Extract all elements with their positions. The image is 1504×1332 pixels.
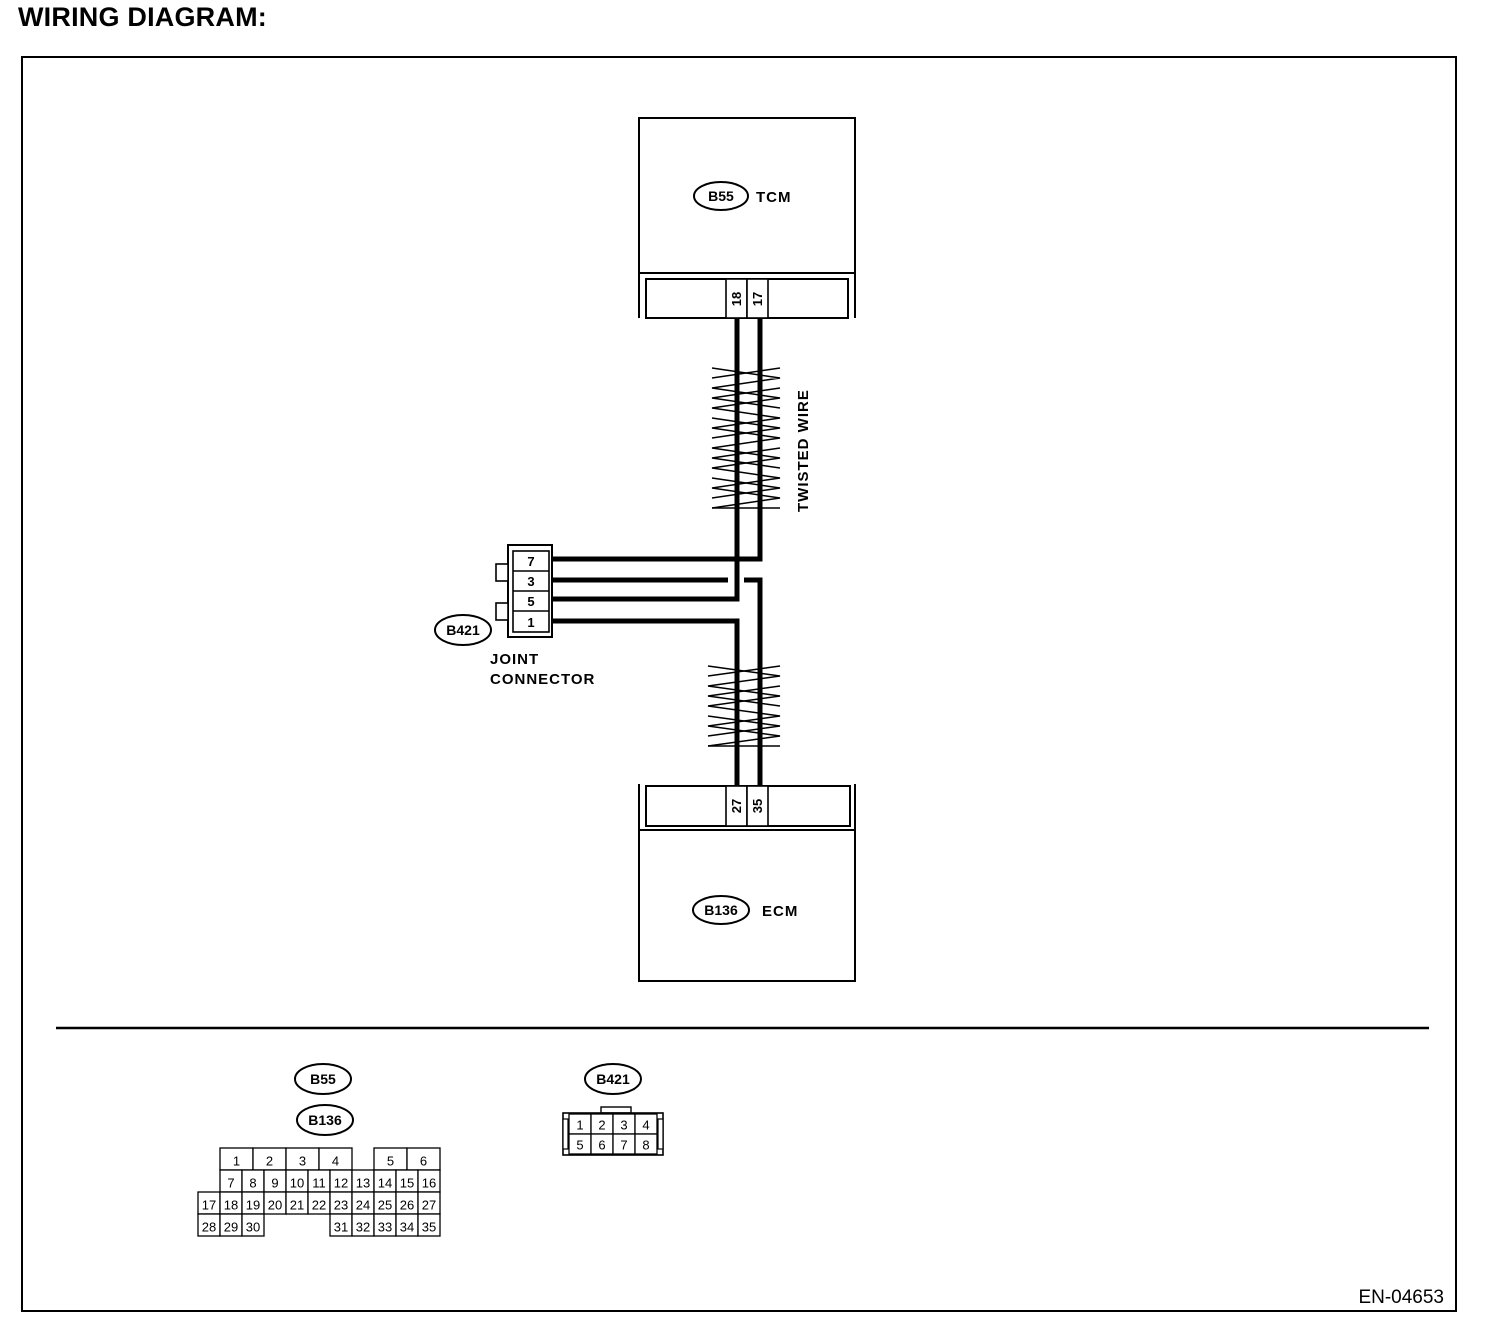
b55-pin-32: 32 (356, 1220, 370, 1235)
twisted-wire-label: TWISTED WIRE (795, 389, 812, 512)
b55-pin-15: 15 (400, 1176, 414, 1191)
b421-pin-6: 6 (598, 1138, 605, 1153)
b421-pin-5: 5 (576, 1138, 583, 1153)
b421-pin-3: 3 (620, 1118, 627, 1133)
tcm-pin-18: 18 (729, 292, 744, 306)
b421-pin-1: 1 (576, 1118, 583, 1133)
joint-pin-1: 1 (527, 615, 534, 630)
b55-pin-21: 21 (290, 1198, 304, 1213)
b55-pin-22: 22 (312, 1198, 326, 1213)
b421-pin-7: 7 (620, 1138, 627, 1153)
b55-pin-17: 17 (202, 1198, 216, 1213)
b55-pin-19: 19 (246, 1198, 260, 1213)
diagram-frame (21, 56, 1457, 1312)
b55-pin-4: 4 (332, 1154, 339, 1169)
b55-pin-18: 18 (224, 1198, 238, 1213)
wire-tcm17-joint7 (552, 318, 763, 562)
figure-code: EN-04653 (1358, 1287, 1444, 1308)
b55-pin-7: 7 (227, 1176, 234, 1191)
ecm-pin-35: 35 (750, 799, 765, 813)
b421-pin-2: 2 (598, 1118, 605, 1133)
wire-ecm35 (744, 577, 763, 786)
joint-label-line1: JOINT (490, 651, 539, 668)
b55-pin-12: 12 (334, 1176, 348, 1191)
legend-b421-code: B421 (596, 1071, 630, 1087)
b421-pin-8-cell (634, 1133, 658, 1155)
legend-b55-code: B55 (310, 1071, 336, 1087)
b55-pin-24: 24 (356, 1198, 370, 1213)
joint-pin-3: 3 (527, 574, 534, 589)
ecm-connector-code: B136 (704, 902, 738, 918)
joint-connector-code: B421 (446, 622, 480, 638)
b55-pin-23: 23 (334, 1198, 348, 1213)
b55-pin-26: 26 (400, 1198, 414, 1213)
ecm-unit: 27 35 B136 ECM (638, 784, 856, 982)
b55-pin-20: 20 (268, 1198, 282, 1213)
b55-pin-25: 25 (378, 1198, 392, 1213)
b55-pin-27: 27 (422, 1198, 436, 1213)
b55-pin-30: 30 (246, 1220, 260, 1235)
b55-pin-11: 11 (312, 1176, 326, 1191)
b55-pin-1: 1 (233, 1154, 240, 1169)
wires (552, 318, 763, 786)
b55-pin-9: 9 (271, 1176, 278, 1191)
ecm-pin-27: 27 (729, 799, 744, 813)
joint-pin-5: 5 (527, 594, 534, 609)
b55-pin-35: 35 (422, 1220, 436, 1235)
b55-pin-13: 13 (356, 1176, 370, 1191)
page-title: WIRING DIAGRAM: (18, 2, 267, 32)
tcm-unit: 18 17 B55 TCM (638, 117, 856, 319)
b55-pin-2: 2 (266, 1154, 273, 1169)
tcm-connector-code: B55 (708, 188, 734, 204)
b55-pin-6: 6 (420, 1154, 427, 1169)
b55-pin-3: 3 (299, 1154, 306, 1169)
b55-pin-34: 34 (400, 1220, 414, 1235)
b55-pin-35-cell (417, 1213, 441, 1237)
ecm-label: ECM (762, 903, 798, 920)
legend-b136-code: B136 (308, 1112, 342, 1128)
b421-pin-8: 8 (642, 1138, 649, 1153)
joint-connector: 7 3 5 1 B421 JOINT CONNECTOR (434, 544, 595, 688)
wire-joint1-ecm27 (552, 618, 740, 786)
twisted-wire-lower (707, 665, 781, 747)
b55-pin-28: 28 (202, 1220, 216, 1235)
b55-pin-33: 33 (378, 1220, 392, 1235)
b55-pin-31: 31 (334, 1220, 348, 1235)
b55-pin-8: 8 (249, 1176, 256, 1191)
b55-pin-30-cell (241, 1213, 265, 1237)
b55-pin-10: 10 (290, 1176, 304, 1191)
b55-pin-16: 16 (422, 1176, 436, 1191)
b55-pin-5: 5 (387, 1154, 394, 1169)
joint-pin-7: 7 (527, 554, 534, 569)
joint-label-line2: CONNECTOR (490, 671, 595, 688)
b421-pin-4: 4 (642, 1118, 649, 1133)
b55-pin-14: 14 (378, 1176, 392, 1191)
tcm-label: TCM (756, 189, 792, 206)
twisted-wire-upper (711, 367, 781, 509)
tcm-pin-17: 17 (750, 292, 765, 306)
b55-pin-29: 29 (224, 1220, 238, 1235)
